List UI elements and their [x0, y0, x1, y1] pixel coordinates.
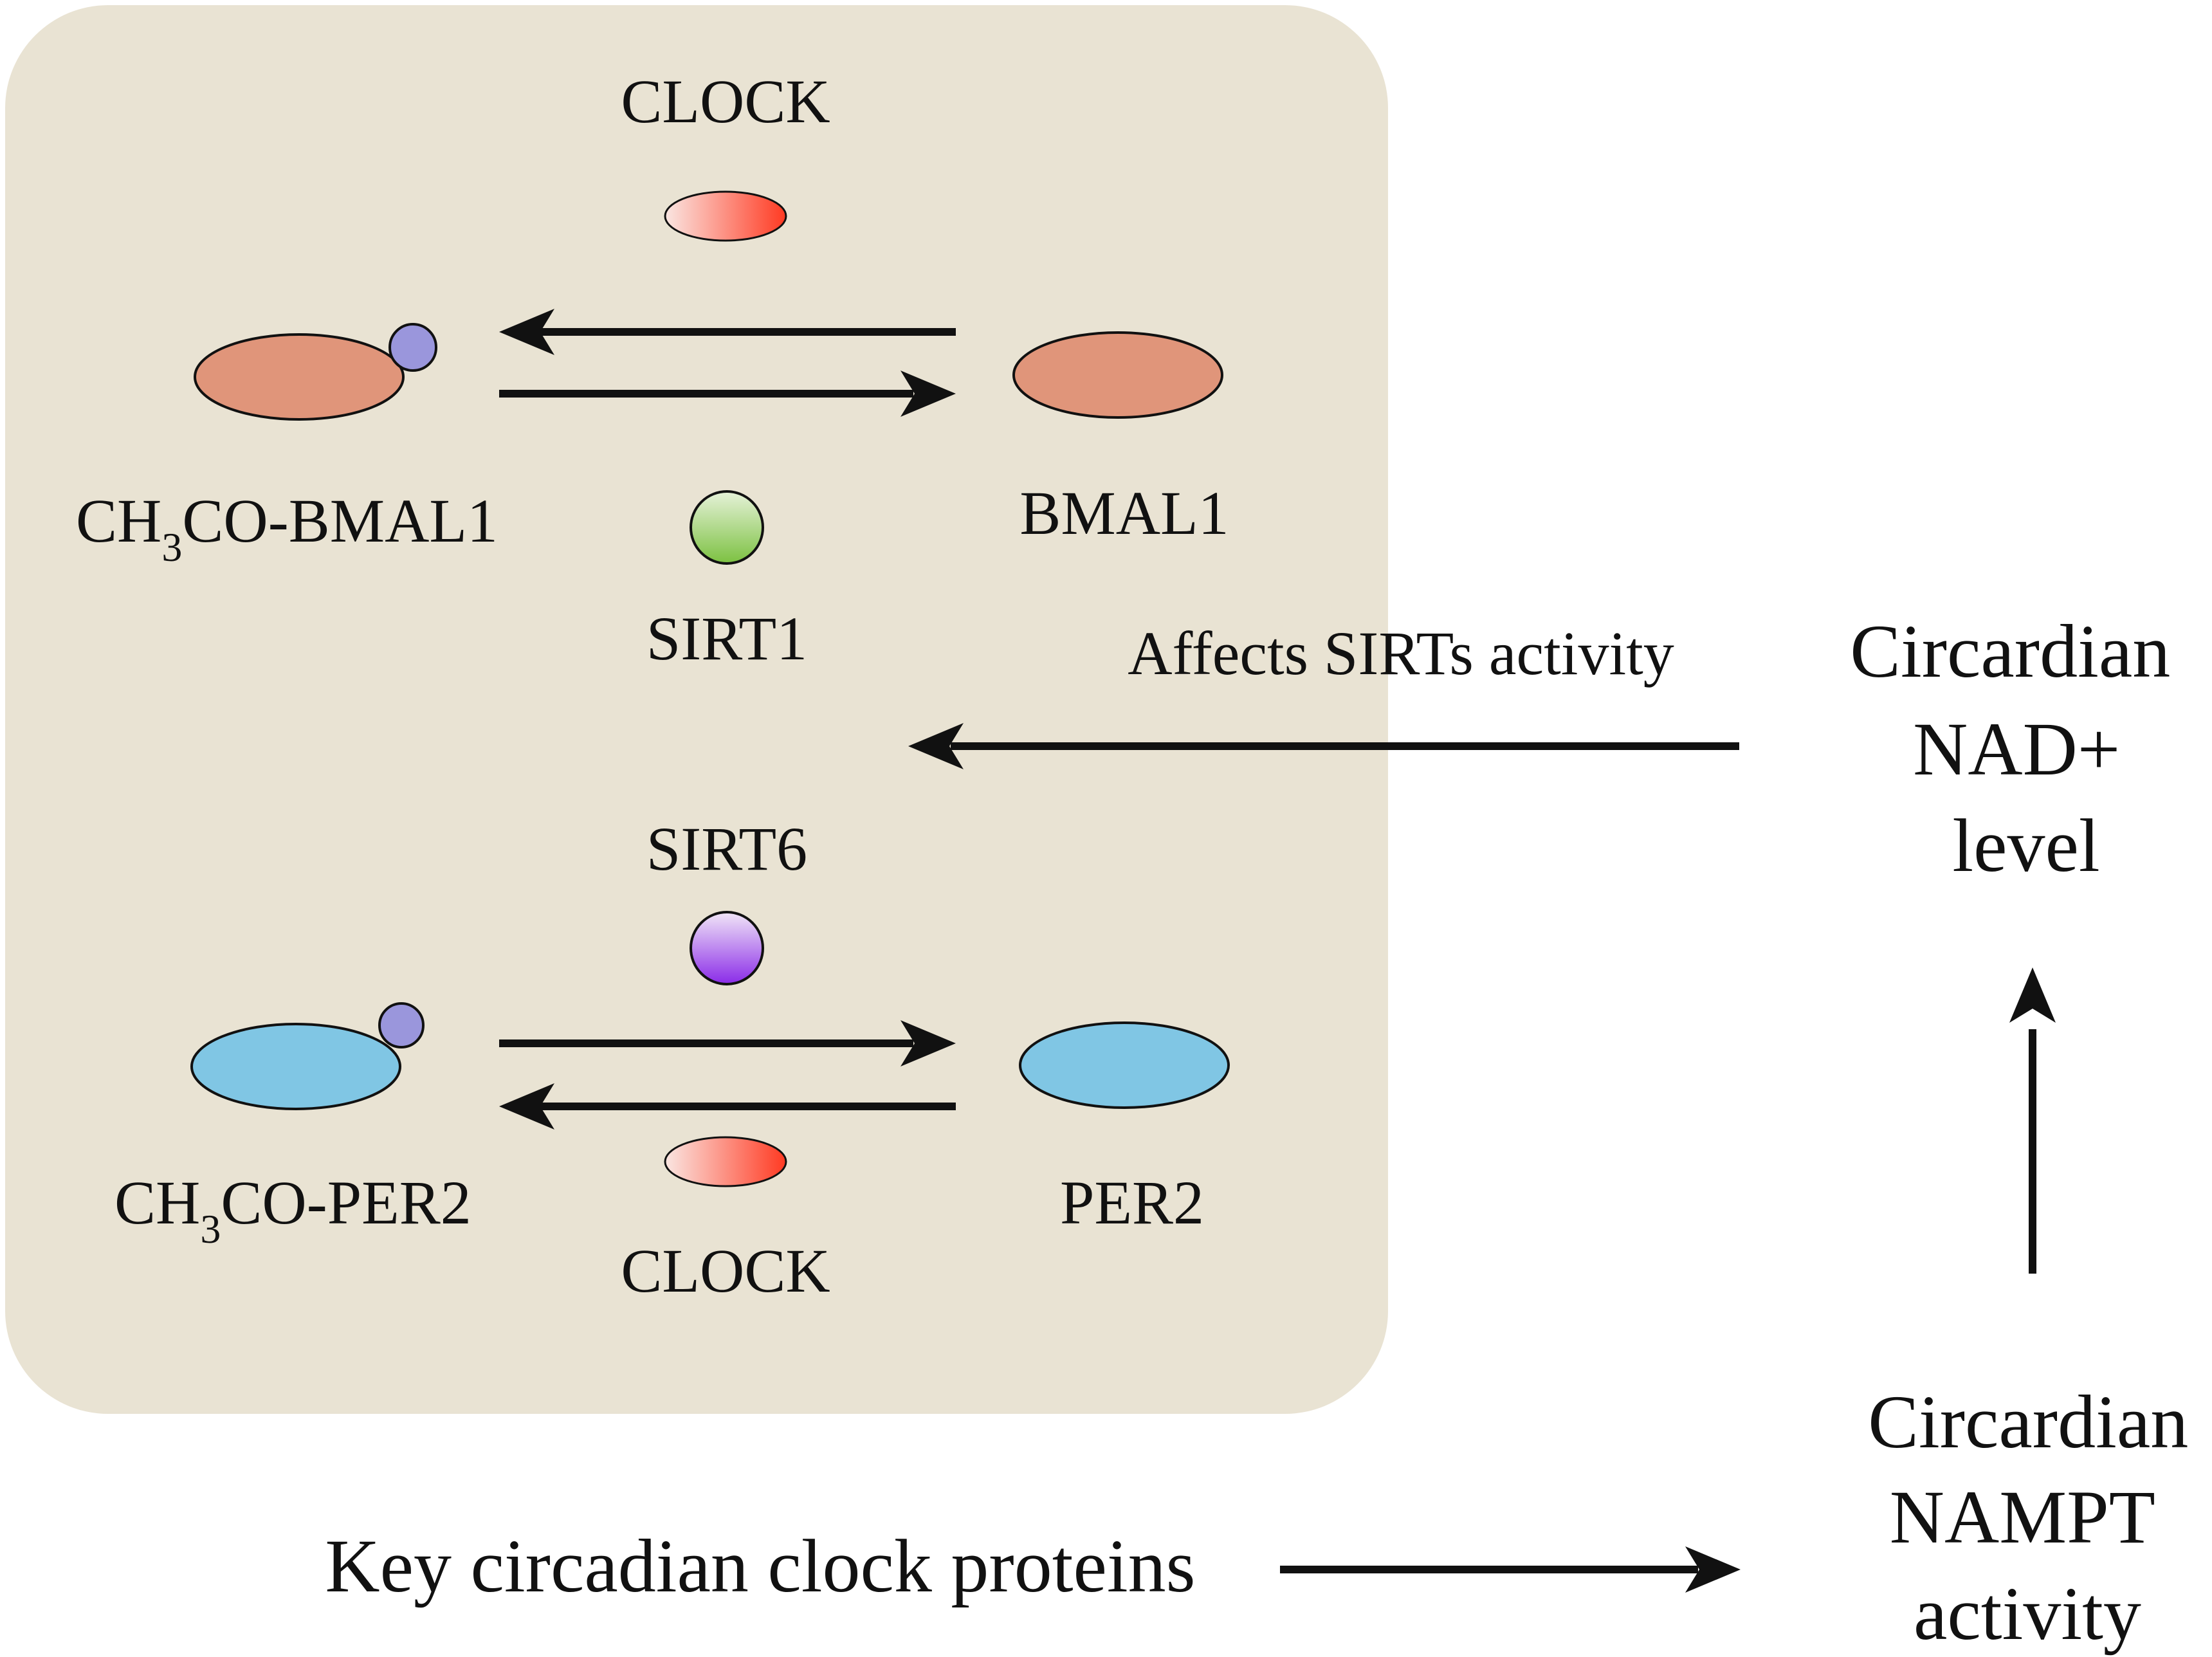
per2-deacetylation-arrow: [499, 1020, 956, 1067]
subscript-3: 3: [161, 524, 182, 570]
sirt6-label: SIRT6: [646, 814, 807, 883]
per2-label: PER2: [1060, 1168, 1204, 1237]
subscript-3: 3: [200, 1206, 221, 1252]
clock-bottom-label: CLOCK: [621, 1236, 830, 1305]
bmal1-ellipse: [1012, 331, 1223, 419]
acetyl-per2-ellipse: [190, 1023, 401, 1110]
bmal1-acetylation-arrow: [499, 371, 956, 417]
affects-sirts-label: Affects SIRTs activity: [1128, 619, 1674, 688]
bmal1-label: BMAL1: [1019, 479, 1229, 547]
acetyl-bmal1-label: CH3CO-BMAL1: [76, 486, 498, 570]
per2-acetylation-arrow: [499, 1083, 956, 1130]
affects-sirts-arrow: [908, 723, 1739, 769]
key-proteins-arrow: [1280, 1546, 1741, 1593]
bmal1-deacetylation-arrow: [499, 309, 956, 355]
acetyl-group-bmal1: [388, 323, 437, 372]
sirt1-label: SIRT1: [646, 604, 807, 673]
key-proteins-label: Key circadian clock proteins: [325, 1524, 1195, 1608]
clock-top-ellipse: [664, 190, 787, 242]
sirt6-circle: [690, 911, 764, 985]
acetyl-bmal1-ellipse: [194, 333, 405, 421]
sirt1-circle: [690, 490, 764, 565]
acetyl-group-per2: [378, 1002, 425, 1048]
nampt-activity-label: Circardian NAMPT activity: [1868, 1380, 2207, 1656]
clock-bottom-ellipse: [664, 1136, 787, 1187]
nampt-to-nad-arrow: [2009, 967, 2056, 1274]
clock-top-label: CLOCK: [621, 67, 830, 136]
nad-level-label: Circardian NAD+ level: [1850, 609, 2189, 888]
per2-ellipse: [1019, 1021, 1230, 1109]
acetyl-per2-label: CH3CO-PER2: [114, 1168, 471, 1252]
